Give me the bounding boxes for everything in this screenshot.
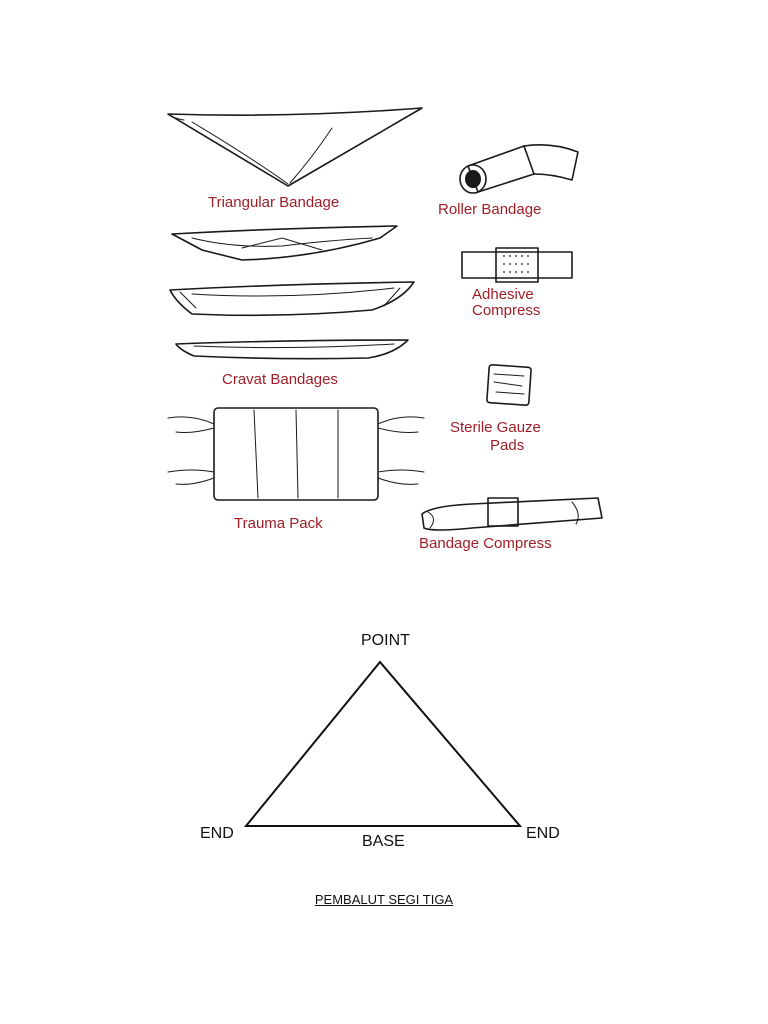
label-sterile-gauze: Sterile Gauze [450,419,541,436]
triangle-shape [243,660,523,827]
roller-bandage-drawing [459,144,579,194]
caption: PEMBALUT SEGI TIGA [0,892,768,907]
label-cravat-bandages: Cravat Bandages [222,371,338,388]
cravat-bandage-drawing-2 [175,339,409,360]
folded-bandage-drawing [171,225,398,261]
label-roller-bandage: Roller Bandage [438,201,542,218]
sterile-gauze-drawing [486,363,532,407]
triangle-diagram: POINT END END BASE [180,620,600,860]
label-end-right: END [526,825,560,842]
triangular-bandage-drawing [167,107,423,187]
bandage-types-illustration: Triangular Bandage Roller Bandage Adhesi… [132,88,606,572]
bandage-drawings [167,107,603,531]
label-adhesive: Adhesive [472,286,534,303]
trauma-pack-drawing [167,407,425,501]
label-pads: Pads [490,437,525,454]
bandage-compress-drawing [421,497,603,531]
label-compress: Compress [472,302,541,319]
adhesive-compress-drawing [461,247,573,283]
label-point: POINT [361,632,410,649]
label-end-left: END [200,825,234,842]
label-trauma-pack: Trauma Pack [234,515,323,532]
label-base: BASE [362,833,405,850]
cravat-bandage-drawing-1 [169,281,415,317]
label-triangular-bandage: Triangular Bandage [208,194,340,211]
caption-text: PEMBALUT SEGI TIGA [314,892,454,907]
label-bandage-compress: Bandage Compress [419,535,552,552]
